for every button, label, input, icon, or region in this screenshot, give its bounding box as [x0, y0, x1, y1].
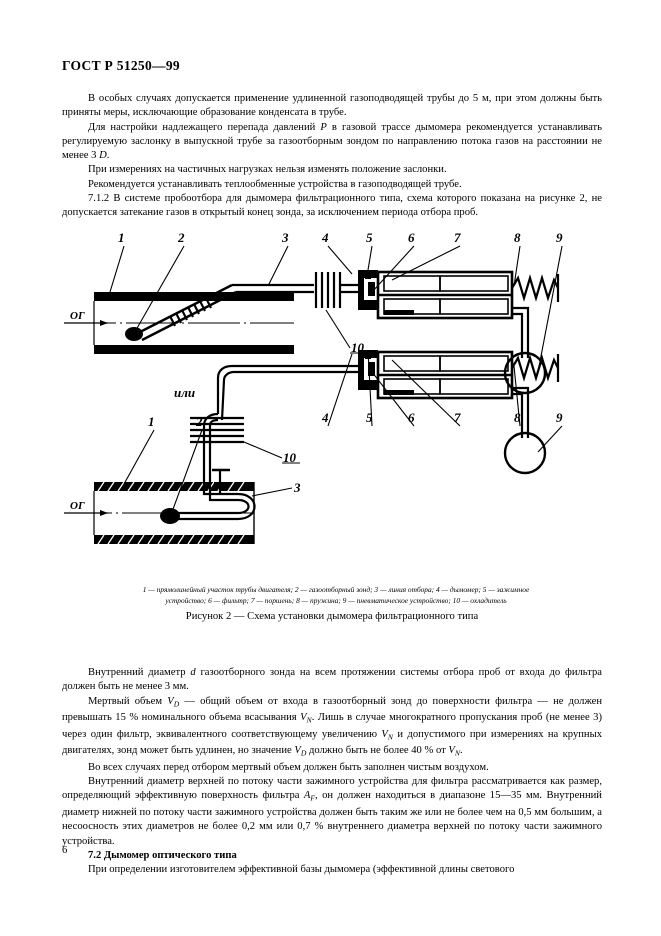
text-run: Для настройки надлежащего перепада давле… — [88, 121, 321, 133]
text-run: d — [190, 667, 196, 678]
callout-7-top: 7 — [454, 230, 461, 245]
figure-alternative-label: или — [174, 385, 195, 400]
callout-6-top: 6 — [408, 230, 415, 245]
figure-2-title: Рисунок 2 — Схема установки дымомера фил… — [185, 611, 479, 622]
text-run: газоотборного зонда на всем протяжении с… — [62, 667, 602, 693]
text-run: должно быть не более 40 % от — [306, 745, 449, 757]
paragraph: Во всех случаях перед отбором мертвый об… — [62, 761, 602, 775]
text-run: Рекомендуется устанавливать теплообменны… — [88, 178, 462, 190]
figure-2: ОГ — [62, 230, 602, 660]
text-run: N — [306, 715, 312, 725]
text-run: D — [99, 150, 107, 162]
callout-8-top: 8 — [514, 230, 521, 245]
text-run: . Лишь в случае многократного пропускани… — [62, 712, 602, 740]
callout-9-top: 9 — [556, 230, 563, 245]
callout-4-bottom: 4 — [321, 410, 329, 425]
body-text-upper: В особых случаях допускается применение … — [62, 92, 602, 221]
paragraph: Мертвый объем VD — общий объем от входа … — [62, 695, 602, 761]
text-run: F — [310, 793, 316, 803]
callout-8-bottom: 8 — [514, 410, 521, 425]
text-run: При измерениях на частичных нагрузках не… — [88, 164, 447, 176]
callout-6-bottom: 6 — [408, 410, 415, 425]
text-run: В особых случаях допускается применение … — [62, 93, 602, 119]
text-run: 7.1.2 В системе пробоотбора для дымомера… — [62, 193, 602, 219]
paragraph: 7.1.2 В системе пробоотбора для дымомера… — [62, 192, 602, 221]
paragraph: При измерениях на частичных нагрузках не… — [62, 163, 602, 177]
text-run: P — [320, 121, 327, 133]
callout-1-top: 1 — [118, 230, 125, 245]
figure-2-drawing: ОГ — [62, 230, 602, 588]
text-run: , он должен находиться в диапазоне 15—35… — [62, 790, 602, 847]
callout-10-bottom: 10 — [283, 450, 297, 465]
callout-2-top: 2 — [177, 230, 185, 245]
paragraph: Внутренний диаметр d газоотборного зонда… — [62, 666, 602, 695]
paragraph-last: При определении изготовителем эффективно… — [88, 864, 515, 876]
text-run: N — [454, 748, 460, 758]
text-run: D — [300, 748, 307, 758]
text-run: Внутренний диаметр — [88, 667, 191, 678]
callout-1-bottom: 1 — [148, 414, 155, 429]
callout-3-bottom: 3 — [293, 480, 301, 495]
flow-label-og-bottom: ОГ — [70, 500, 85, 512]
callout-9-bottom: 9 — [556, 410, 563, 425]
text-run: D — [173, 698, 180, 708]
callout-4-top: 4 — [321, 230, 329, 245]
text-run: V — [294, 745, 301, 757]
text-run: Мертвый объем — [88, 695, 168, 707]
figure-2-caption: 1 — прямолинейный участок трубы двигател… — [80, 584, 592, 606]
text-run: V — [167, 695, 174, 707]
text-run: Во всех случаях перед отбором мертвый об… — [88, 761, 489, 773]
paragraph: Внутренний диаметр верхней по потоку час… — [62, 775, 602, 849]
callout-7-bottom: 7 — [454, 410, 461, 425]
page-number: 6 — [62, 845, 68, 856]
callout-5-bottom: 5 — [366, 410, 373, 425]
text-run: в газовой трассе дымомера рекомендуется … — [62, 121, 602, 162]
text-run: . — [106, 150, 110, 162]
text-run: Внутренний диаметр верхней по потоку час… — [62, 776, 602, 802]
text-run: V — [448, 745, 455, 757]
text-run: V — [300, 712, 307, 724]
text-run: V — [381, 728, 388, 740]
text-run: . — [459, 745, 463, 757]
figure-caption-line-2: устройство; 6 — фильтр; 7 — поршень; 8 —… — [165, 596, 507, 605]
flow-label-og-top: ОГ — [70, 310, 85, 322]
text-run: N — [387, 731, 393, 741]
paragraph: В особых случаях допускается применение … — [62, 92, 602, 121]
section-heading-7-2: 7.2 Дымомер оптического типа — [88, 849, 237, 861]
document-standard-header: ГОСТ Р 51250—99 — [62, 58, 180, 73]
callout-3-top: 3 — [281, 230, 289, 245]
paragraph: Рекомендуется устанавливать теплообменны… — [62, 178, 602, 192]
paragraph: Для настройки надлежащего перепада давле… — [62, 121, 602, 164]
callout-2-bottom: 2 — [195, 414, 203, 429]
figure-caption-line-1: 1 — прямолинейный участок трубы двигател… — [142, 585, 530, 594]
text-run: — общий объем от входа в газоотборный зо… — [62, 695, 602, 724]
callout-5-top: 5 — [366, 230, 373, 245]
body-text-lower: Внутренний диаметр d газоотборного зонда… — [62, 666, 602, 877]
text-run: A — [303, 790, 311, 802]
text-run: и допустимого при измерениях на крупных … — [62, 728, 603, 757]
